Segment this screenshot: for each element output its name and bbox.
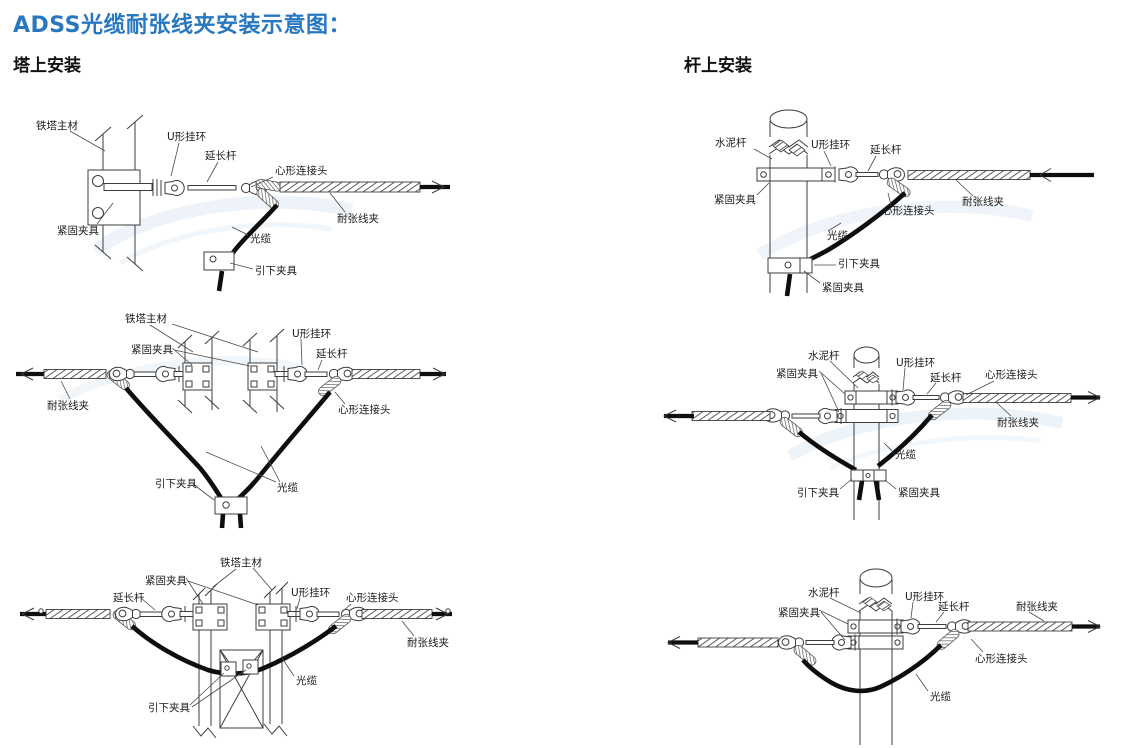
- label-tower-member: 铁塔主材: [125, 312, 167, 325]
- tower-member-drawing: [192, 581, 289, 739]
- label-extension-rod: 延长杆: [113, 591, 145, 604]
- label-tension-clamp: 耐张线夹: [407, 636, 449, 649]
- label-fastening-clamp: 紧固夹具: [776, 367, 818, 380]
- cement-pole-drawing: [768, 109, 809, 293]
- label-heart-connector: 心形连接头: [275, 164, 328, 177]
- label-optical-cable: 光缆: [250, 232, 271, 245]
- fastening-clamp-plate: [87, 169, 141, 226]
- label-u-shackle: U形挂环: [167, 130, 206, 143]
- label-u-shackle: U形挂环: [291, 586, 330, 599]
- u-shackle-drawing: [160, 179, 185, 197]
- tension-clamp-drawing: [907, 170, 1031, 180]
- label-extension-rod: 延长杆: [870, 143, 902, 156]
- label-fastening-clamp-bottom: 紧固夹具: [898, 486, 940, 499]
- label-cement-pole: 水泥杆: [808, 586, 840, 599]
- label-tension-clamp: 耐张线夹: [337, 212, 379, 225]
- label-heart-connector: 心形连接头: [975, 652, 1028, 665]
- label-fastening-clamp: 紧固夹具: [145, 574, 187, 587]
- label-heart-connector: 心形连接头: [338, 403, 391, 416]
- label-u-shackle: U形挂环: [905, 590, 944, 603]
- label-fastening-clamp: 紧固夹具: [778, 606, 820, 619]
- label-tension-clamp: 耐张线夹: [47, 399, 89, 412]
- downlead-clamp-drawing: [767, 257, 813, 274]
- label-fastening-clamp-bottom: 紧固夹具: [822, 281, 864, 294]
- u-shackle-drawing: [834, 166, 859, 183]
- label-optical-cable: 光缆: [277, 481, 298, 494]
- label-cement-pole: 水泥杆: [715, 136, 747, 149]
- label-u-shackle: U形挂环: [811, 138, 850, 151]
- downlead-clamp-drawing: [850, 469, 887, 482]
- label-tension-clamp: 耐张线夹: [962, 195, 1004, 208]
- label-optical-cable: 光缆: [827, 229, 848, 242]
- label-tower-member: 铁塔主材: [36, 119, 78, 132]
- downlead-clamp-drawing: [203, 251, 235, 271]
- label-downlead-clamp: 引下夹具: [255, 264, 297, 277]
- label-extension-rod: 延长杆: [938, 600, 970, 613]
- diagram-pole-top: 水泥杆 U形挂环 延长杆 紧固夹具 心形连接头 耐张线夹 光缆 引下夹具 紧固夹…: [714, 109, 1094, 297]
- optical-cable-drawing-right: [876, 413, 934, 468]
- label-u-shackle: U形挂环: [896, 356, 935, 369]
- label-tension-clamp: 耐张线夹: [997, 416, 1039, 429]
- optical-cable-drawing: [801, 643, 943, 694]
- optical-cable-drawing-left: [124, 386, 223, 500]
- label-fastening-clamp: 紧固夹具: [714, 193, 756, 206]
- label-downlead-clamp: 引下夹具: [155, 477, 197, 490]
- tension-clamp-drawing: [279, 181, 421, 193]
- label-fastening-clamp: 紧固夹具: [57, 224, 99, 237]
- diagram-pole-middle: 水泥杆 紧固夹具 U形挂环 延长杆 心形连接头 耐张线夹 光缆 引下夹具 紧固夹…: [662, 346, 1102, 520]
- label-extension-rod: 延长杆: [205, 149, 237, 162]
- label-extension-rod: 延长杆: [930, 371, 962, 384]
- label-tension-clamp: 耐张线夹: [1016, 600, 1058, 613]
- extension-rod-drawing: [855, 172, 879, 177]
- label-tower-member: 铁塔主材: [220, 556, 262, 569]
- cement-pole-drawing: [858, 568, 893, 745]
- label-cement-pole: 水泥杆: [808, 349, 840, 362]
- tension-clamp-drawing-left: [691, 411, 771, 421]
- label-extension-rod: 延长杆: [316, 347, 348, 360]
- diagram-tower-bottom: 铁塔主材 紧固夹具 延长杆 U形挂环 心形连接头 耐张线夹 光缆 引下夹具: [20, 556, 452, 739]
- label-optical-cable: 光缆: [930, 690, 951, 703]
- diagram-pole-bottom: 水泥杆 紧固夹具 U形挂环 延长杆 耐张线夹 心形连接头 光缆: [666, 568, 1102, 745]
- tension-clamp-drawing-right: [361, 609, 433, 619]
- label-u-shackle: U形挂环: [292, 327, 331, 340]
- lattice-panel: [219, 649, 264, 729]
- extension-rod-drawing: [187, 185, 237, 191]
- label-downlead-clamp: 引下夹具: [838, 257, 880, 270]
- page-title: ADSS光缆耐张线夹安装示意图：: [13, 13, 351, 38]
- label-heart-connector: 心形连接头: [985, 368, 1038, 381]
- tension-clamp-drawing-right: [351, 369, 421, 379]
- cement-pole-drawing: [852, 346, 880, 520]
- tension-clamp-drawing-left: [45, 609, 111, 619]
- label-fastening-clamp: 紧固夹具: [131, 343, 173, 356]
- diagram-tower-top: 铁塔主材 U形挂环 延长杆 心形连接头 耐张线夹 紧固夹具 光缆 引下夹具: [36, 114, 450, 292]
- tension-clamp-drawing-left: [43, 369, 107, 379]
- label-downlead-clamp: 引下夹具: [797, 486, 839, 499]
- tension-clamp-drawing-right: [967, 621, 1073, 632]
- optical-cable-drawing-left: [797, 430, 858, 473]
- label-optical-cable: 光缆: [895, 448, 916, 461]
- diagram-tower-middle: 铁塔主材 紧固夹具 U形挂环 延长杆 耐张线夹 心形连接头 引下夹具 光缆: [16, 312, 447, 529]
- optical-cable-drawing-right: [236, 390, 332, 501]
- label-downlead-clamp: 引下夹具: [148, 701, 190, 714]
- column-header-tower: 塔上安装: [13, 56, 81, 76]
- downlead-clamp-drawing: [214, 496, 248, 515]
- label-heart-connector: 心形连接头: [346, 591, 399, 604]
- label-heart-connector: 心形连接头: [882, 204, 935, 217]
- tension-clamp-drawing-left: [697, 637, 779, 648]
- column-header-pole: 杆上安装: [684, 56, 752, 76]
- tension-clamp-drawing-right: [962, 393, 1072, 403]
- label-optical-cable: 光缆: [296, 674, 317, 687]
